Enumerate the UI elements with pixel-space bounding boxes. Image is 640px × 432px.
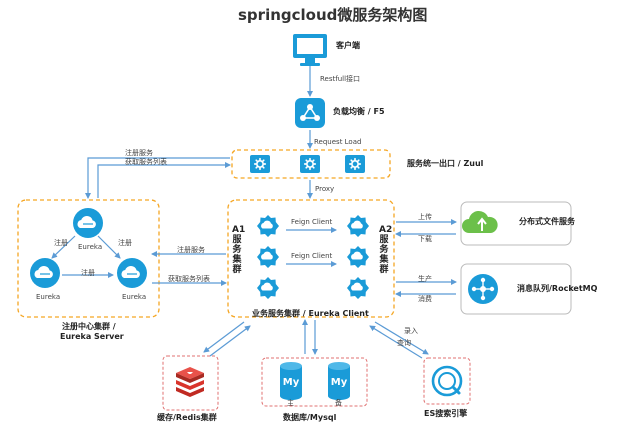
download-label: 下载 (418, 235, 432, 243)
cloud-upload-icon (462, 210, 498, 233)
mq-label: 消息队列/RocketMQ (517, 284, 598, 293)
page-title: springcloud微服务架构图 (238, 6, 428, 24)
file-service-box (460, 201, 572, 246)
db-box (261, 357, 368, 407)
a1-cluster-label: A1 服 务 集 群 (232, 225, 246, 275)
es-box (423, 357, 471, 405)
client-label: 客户端 (336, 41, 360, 50)
mysql-cylinder-icons: My My (280, 362, 350, 400)
feign-client-label-1: Feign Client (291, 218, 333, 226)
gateway-gear-icons (250, 155, 365, 173)
registry-label-line1: 注册中心集群 / (62, 322, 116, 331)
get-service-list-label: 获取服务列表 (125, 158, 167, 166)
load-balancer-icon (295, 98, 325, 128)
business-cluster-box (227, 199, 395, 318)
a2-label-line: 务 (379, 244, 389, 255)
query-label: 查询 (397, 339, 411, 347)
mysql-master-icon-text: My (283, 377, 300, 388)
write-label: 录入 (404, 327, 418, 335)
message-queue-icon (468, 274, 498, 304)
register-label-bottom: 注册 (81, 269, 95, 277)
file-service-label: 分布式文件服务 (519, 217, 575, 226)
business-cluster-label: 业务服务集群 / Eureka Client (252, 309, 369, 318)
eureka-node-label-top: Eureka (78, 243, 103, 251)
db-master-label: 主 (287, 399, 294, 407)
a1-label-line: 集 (232, 254, 242, 265)
monitor-icon (293, 34, 327, 66)
get-service-list-label-2: 获取服务列表 (168, 275, 210, 283)
register-label-right: 注册 (118, 239, 132, 247)
a1-label-line: A1 (232, 225, 246, 235)
a1-label-line: 服 (232, 234, 242, 245)
a2-label-line: 群 (379, 264, 389, 275)
a1-label-line: 务 (232, 244, 242, 255)
es-label: ES搜索引擎 (424, 409, 468, 418)
a2-label-line: 服 (379, 234, 389, 245)
gateway-box (231, 149, 391, 179)
eureka-node-label-left: Eureka (36, 293, 61, 301)
request-load-label: Request Load (314, 138, 362, 146)
register-label-left: 注册 (54, 239, 68, 247)
consume-label: 消费 (418, 295, 432, 303)
search-icon (431, 365, 463, 397)
restful-label: Restfull接口 (320, 75, 361, 83)
redis-icon (176, 367, 204, 397)
a2-label-line: A2 (379, 225, 393, 235)
a1-label-line: 群 (232, 264, 242, 275)
registry-label-line2: Eureka Server (60, 332, 124, 341)
produce-label: 生产 (418, 275, 432, 283)
register-service-label: 注册服务 (125, 149, 153, 157)
mysql-slave-icon-text: My (331, 377, 348, 388)
load-balancer-label: 负载均衡 / F5 (333, 107, 385, 116)
upload-label: 上传 (418, 213, 432, 221)
db-slave-label: 备 (335, 399, 342, 407)
db-label: 数据库/Mysql (283, 413, 337, 422)
gateway-label: 服务统一出口 / Zuul (407, 159, 484, 168)
a2-label-line: 集 (379, 254, 389, 265)
proxy-label: Proxy (315, 185, 335, 193)
cache-box (162, 355, 219, 411)
cache-label: 缓存/Redis集群 (157, 413, 217, 422)
mq-box (460, 263, 572, 315)
register-service-label-2: 注册服务 (177, 246, 205, 254)
eureka-node-label-right: Eureka (122, 293, 147, 301)
a2-cluster-label: A2 服 务 集 群 (379, 225, 393, 275)
feign-client-label-2: Feign Client (291, 252, 333, 260)
